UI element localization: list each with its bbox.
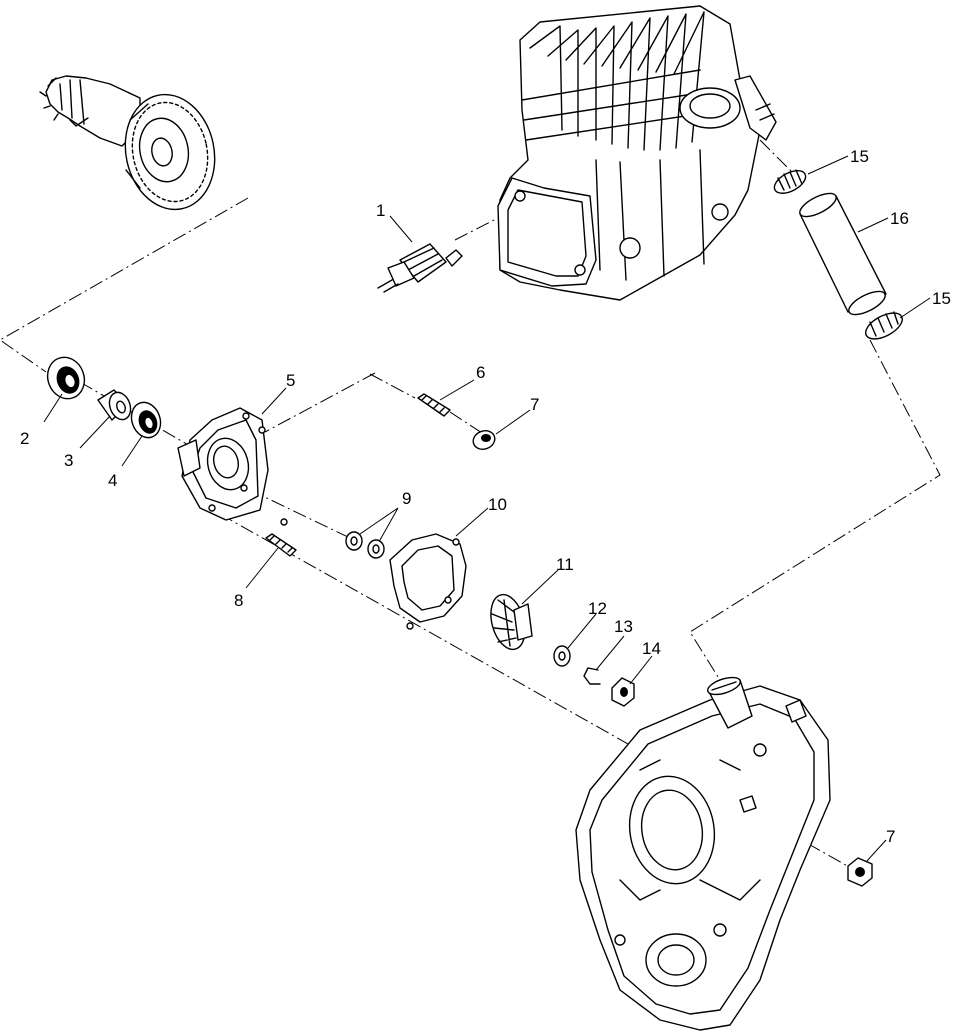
callout-2: 2 (20, 429, 29, 448)
callout-15-upper: 15 (850, 147, 869, 166)
coolant-hose (799, 192, 887, 316)
callout-labels: 1 2 3 4 5 6 7 8 9 10 11 12 13 14 15 16 1… (20, 147, 951, 846)
callout-6: 6 (476, 363, 485, 382)
spacer (97, 389, 132, 421)
callout-7-lower: 7 (886, 827, 895, 846)
water-pump-housing (177, 407, 288, 526)
callout-13: 13 (614, 617, 633, 636)
impeller (490, 593, 533, 651)
nut-upper (472, 430, 496, 450)
crankcase-cover (575, 676, 831, 1031)
callout-15-lower: 15 (932, 289, 951, 308)
hose-clamp-upper (773, 169, 807, 194)
callout-16: 16 (890, 209, 909, 228)
drive-gear-shaft (39, 75, 216, 211)
impeller-washer (553, 645, 571, 667)
callout-14: 14 (642, 639, 661, 658)
retaining-clip (583, 667, 601, 685)
washers (345, 531, 385, 559)
callout-7-upper: 7 (530, 395, 539, 414)
callout-9: 9 (402, 489, 411, 508)
leader-lines (43, 155, 931, 863)
pump-gasket (389, 533, 467, 630)
callout-8: 8 (234, 591, 243, 610)
temperature-sensor (377, 243, 463, 293)
seal-bearing (130, 401, 162, 439)
callout-12: 12 (588, 599, 607, 618)
callout-4: 4 (108, 471, 117, 490)
callout-11: 11 (556, 555, 574, 574)
hose-clamp-lower (865, 311, 903, 340)
callout-10: 10 (488, 495, 507, 514)
stud-upper (417, 393, 451, 417)
stud-lower (265, 533, 297, 557)
bearing (46, 356, 86, 400)
impeller-nut (611, 677, 635, 707)
callout-3: 3 (64, 451, 73, 470)
cylinder-block (497, 5, 777, 301)
nut-lower (847, 857, 873, 887)
callout-5: 5 (286, 371, 295, 390)
callout-1: 1 (376, 201, 385, 220)
